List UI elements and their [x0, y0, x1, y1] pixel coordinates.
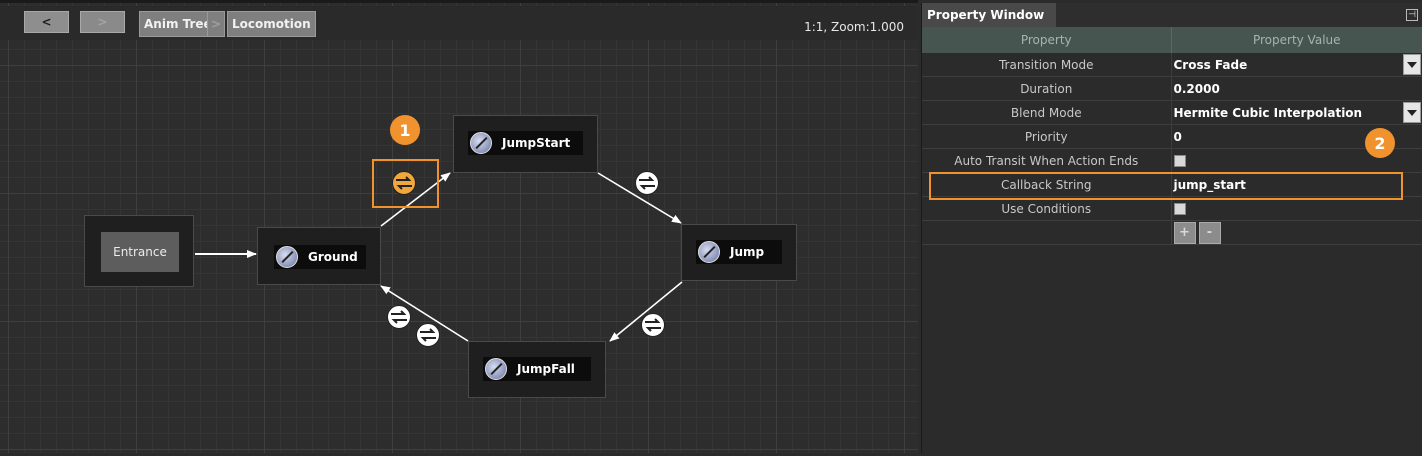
remove-condition-button[interactable]: - [1199, 222, 1221, 244]
property-row-blend-mode: Blend Mode Hermite Cubic Interpolation [922, 101, 1422, 125]
transition-arrows-icon [419, 328, 437, 342]
transition-arrows-icon [638, 176, 656, 190]
transition-mode-select[interactable]: Cross Fade [1172, 53, 1422, 76]
property-window-tab[interactable]: Property Window [922, 3, 1056, 27]
header-property-value: Property Value [1172, 27, 1422, 53]
state-node-label: JumpStart [502, 136, 570, 150]
state-icon [485, 358, 507, 380]
state-node-jump[interactable]: Jump [681, 224, 797, 281]
property-name: Use Conditions [922, 197, 1172, 220]
property-name: Priority [922, 125, 1172, 148]
state-icon [470, 132, 492, 154]
property-value: Hermite Cubic Interpolation [1174, 106, 1363, 120]
use-conditions-checkbox[interactable] [1174, 203, 1186, 215]
property-row-transition-mode: Transition Mode Cross Fade [922, 53, 1422, 77]
entrance-label: Entrance [101, 232, 179, 272]
property-row-use-conditions: Use Conditions [922, 197, 1422, 221]
state-node-jumpfall[interactable]: JumpFall [468, 341, 606, 398]
transition-icon-jumpstart-jump[interactable] [635, 171, 659, 195]
callout-badge-1: 1 [390, 115, 420, 145]
property-name: Duration [922, 77, 1172, 100]
state-node-jumpstart[interactable]: JumpStart [453, 115, 598, 173]
property-value: Cross Fade [1174, 58, 1248, 72]
property-value: 0 [1174, 130, 1182, 144]
header-property: Property [922, 27, 1172, 53]
pin-icon[interactable]: ⊣ [1406, 9, 1418, 21]
transition-arrows-icon [644, 318, 662, 332]
add-condition-button[interactable]: + [1174, 222, 1196, 244]
property-table-header: Property Property Value [922, 27, 1422, 53]
property-row-conditions-actions: + - [922, 221, 1422, 245]
duration-field[interactable]: 0.2000 [1172, 77, 1422, 100]
selected-transition-highlight [372, 159, 439, 208]
property-row-duration: Duration 0.2000 [922, 77, 1422, 101]
dropdown-arrow-icon[interactable] [1403, 54, 1421, 75]
transition-arrows-icon [390, 310, 408, 324]
transition-icon-jump-jumpfall[interactable] [641, 313, 665, 337]
state-node-label: JumpFall [517, 362, 575, 376]
state-icon [276, 246, 298, 268]
callback-string-highlight [929, 172, 1403, 200]
property-row-auto-transit: Auto Transit When Action Ends [922, 149, 1422, 173]
state-node-label: Ground [308, 250, 358, 264]
entrance-node[interactable]: Entrance [84, 215, 194, 287]
property-window: Property Window ⊣ Property Property Valu… [921, 3, 1422, 453]
transition-icon-ground-jumpfall[interactable] [416, 323, 440, 347]
property-name: Transition Mode [922, 53, 1172, 76]
property-name: Auto Transit When Action Ends [922, 149, 1172, 172]
auto-transit-checkbox[interactable] [1174, 155, 1186, 167]
property-name: Blend Mode [922, 101, 1172, 124]
state-icon [698, 241, 720, 263]
dropdown-arrow-icon[interactable] [1403, 102, 1421, 123]
callout-badge-2: 2 [1365, 128, 1395, 158]
property-window-titlebar: Property Window ⊣ [922, 3, 1422, 27]
transition-icon-jumpfall-ground[interactable] [387, 305, 411, 329]
property-row-priority: Priority 0 [922, 125, 1422, 149]
anim-graph-canvas[interactable]: < > Anim Tree > Locomotion 1:1, Zoom:1.0… [0, 0, 918, 453]
state-node-label: Jump [730, 245, 764, 259]
blend-mode-select[interactable]: Hermite Cubic Interpolation [1172, 101, 1422, 124]
property-value: 0.2000 [1174, 82, 1220, 96]
state-node-ground[interactable]: Ground [257, 227, 381, 285]
